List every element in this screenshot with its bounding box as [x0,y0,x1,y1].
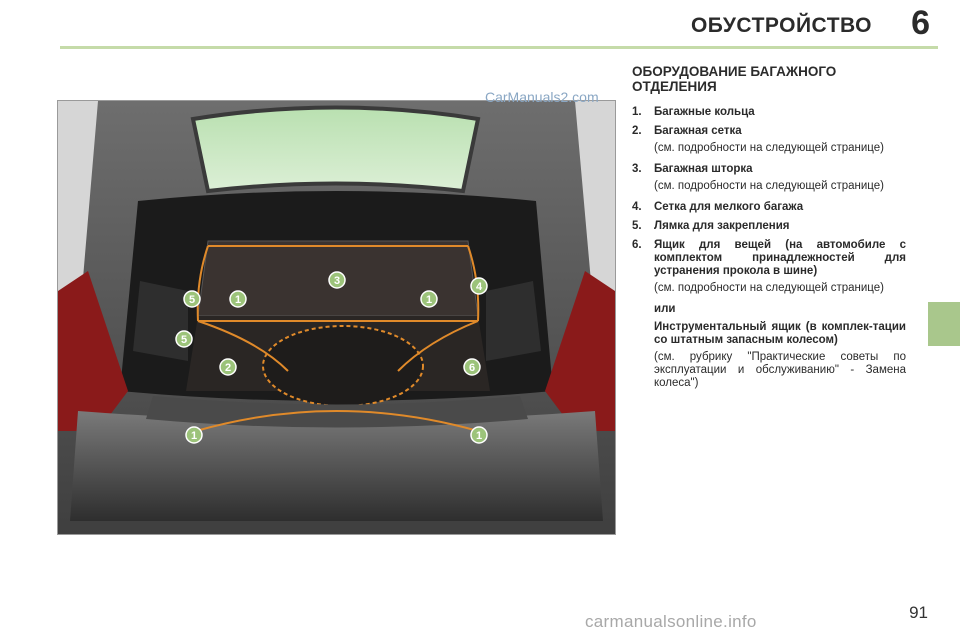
watermark-carmanualsonline: carmanualsonline.info [585,612,757,631]
spare-wheel-well [262,325,424,407]
list-item: 2. Багажная сетка [632,125,906,138]
callout-5-lower: 5 [175,330,193,348]
item-number: 3. [632,163,642,175]
svg-text:6: 6 [469,362,475,374]
svg-text:4: 4 [476,281,483,293]
left-side-pocket [133,281,188,361]
item-number: 5. [632,220,642,232]
svg-text:1: 1 [476,430,482,442]
trunk-drawing: 3 1 1 4 5 5 2 6 1 1 [58,101,615,534]
callout-1-right-floor: 1 [470,426,488,444]
rear-bumper [70,411,603,521]
right-taillight [545,271,615,431]
callout-1-left-shelf: 1 [229,290,247,308]
right-side-pocket [486,281,541,361]
list-item: 1. Багажные кольца [632,106,906,119]
item-note: (см. подробности на следующей странице) [654,180,884,192]
list-item: 5. Лямка для закрепления [632,220,906,233]
svg-text:3: 3 [334,275,340,287]
callouts: 3 1 1 4 5 5 2 6 1 1 [175,271,488,444]
item-number: 4. [632,201,642,213]
page-header-title: ОБУСТРОЙСТВО [690,14,872,37]
svg-text:2: 2 [225,362,231,374]
svg-text:1: 1 [426,294,432,306]
chapter-side-tab [928,302,960,346]
item-number: 2. [632,125,642,137]
list-item: 6. Ящик для вещей (на автомобиле с компл… [632,239,906,278]
callout-1-left-floor: 1 [185,426,203,444]
alternative-item-note: (см. рубрику "Практические советы по экс… [654,351,906,389]
item-note: (см. подробности на следующей странице) [654,282,884,294]
content-column: ОБОРУДОВАНИЕ БАГАЖНОГО ОТДЕЛЕНИЯ 1. Бага… [632,64,906,398]
svg-text:5: 5 [189,294,195,306]
item-number: 6. [632,239,642,251]
section-title: ОБОРУДОВАНИЕ БАГАЖНОГО ОТДЕЛЕНИЯ [632,64,837,94]
callout-3: 3 [328,271,346,289]
item-number: 1. [632,106,642,118]
svg-text:5: 5 [181,334,187,346]
header-rule [60,46,938,49]
item-label: Ящик для вещей (на автомобиле с комплект… [654,239,906,277]
callout-2: 2 [219,358,237,376]
list-item: 3. Багажная шторка [632,163,906,176]
page-number: 91 [909,603,928,622]
item-note: (см. подробности на следующей странице) [654,142,884,154]
svg-text:1: 1 [191,430,197,442]
list-item: 4. Сетка для мелкого багажа [632,201,906,214]
or-label: или [654,303,676,315]
item-label: Багажная сетка [654,125,742,137]
trunk-illustration: 3 1 1 4 5 5 2 6 1 1 [57,100,616,535]
item-label: Лямка для закрепления [654,220,790,232]
left-taillight [58,271,128,431]
callout-4: 4 [470,277,488,295]
callout-1-right-shelf: 1 [420,290,438,308]
watermark-carmanuals2: CarManuals2.com [485,89,599,105]
rear-window [190,105,481,194]
svg-text:1: 1 [235,294,241,306]
alternative-item-label: Инструментальный ящик (в комплек-тации с… [654,321,906,346]
item-label: Багажная шторка [654,163,753,175]
callout-6: 6 [463,358,481,376]
callout-5-upper: 5 [183,290,201,308]
item-label: Сетка для мелкого багажа [654,201,804,213]
chapter-number: 6 [911,4,930,42]
item-label: Багажные кольца [654,106,755,118]
